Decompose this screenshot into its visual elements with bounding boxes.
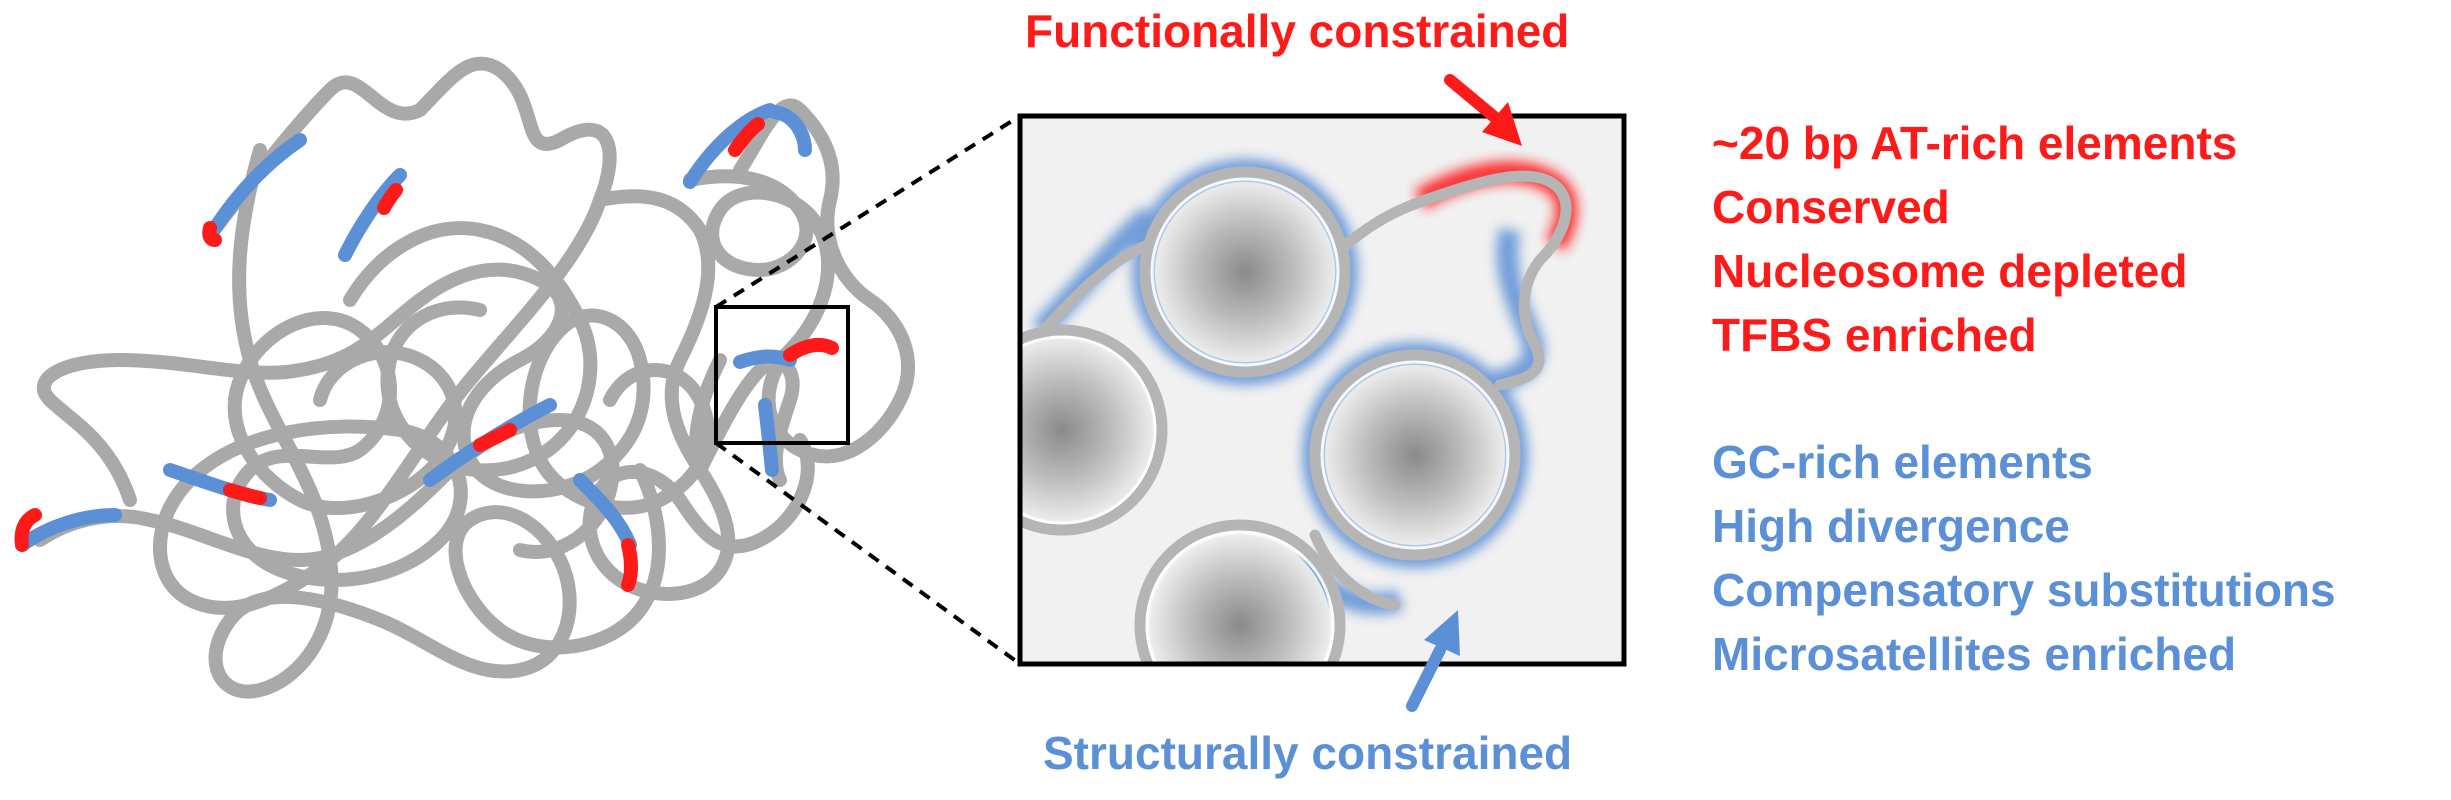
at-rich-segments [14,117,839,592]
structural-features-list: GC-rich elements High divergence Compens… [1712,430,2336,686]
structural-arrow [1406,610,1460,712]
fiber-strand [689,353,800,487]
list-item: TFBS enriched [1712,309,2037,361]
zoom-panel [1017,113,1627,667]
functionally-constrained-label: Functionally constrained [1025,5,1570,57]
zoom-connector-bottom [714,441,1022,666]
chromatin-fiber [14,56,915,699]
functional-features-list: ~20 bp AT-rich elements Conserved Nucleo… [1712,111,2237,367]
zoom-source-box [714,305,850,445]
fiber-strand [343,221,598,478]
fiber-strand [208,143,666,699]
fiber-strand [582,189,815,601]
fiber-strand [153,56,617,615]
zoom-connector-top [714,114,1022,309]
fiber-strand [683,98,915,464]
functional-arrow [1444,74,1522,146]
list-item: ~20 bp AT-rich elements [1712,117,2238,169]
nucleosome [1325,365,1505,545]
list-item: Compensatory substitutions [1712,564,2336,616]
list-item: Nucleosome depleted [1712,245,2188,297]
list-item: Conserved [1712,181,1950,233]
list-item: Microsatellites enriched [1712,628,2237,680]
list-item: GC-rich elements [1712,436,2093,488]
dna-wrap [1020,166,1572,664]
nucleosome [1150,535,1330,664]
nucleosome-beads [1020,182,1505,664]
list-item: High divergence [1712,500,2070,552]
nucleosome [1020,338,1154,522]
structurally-constrained-label: Structurally constrained [1043,727,1573,779]
nucleosome [1155,182,1335,362]
